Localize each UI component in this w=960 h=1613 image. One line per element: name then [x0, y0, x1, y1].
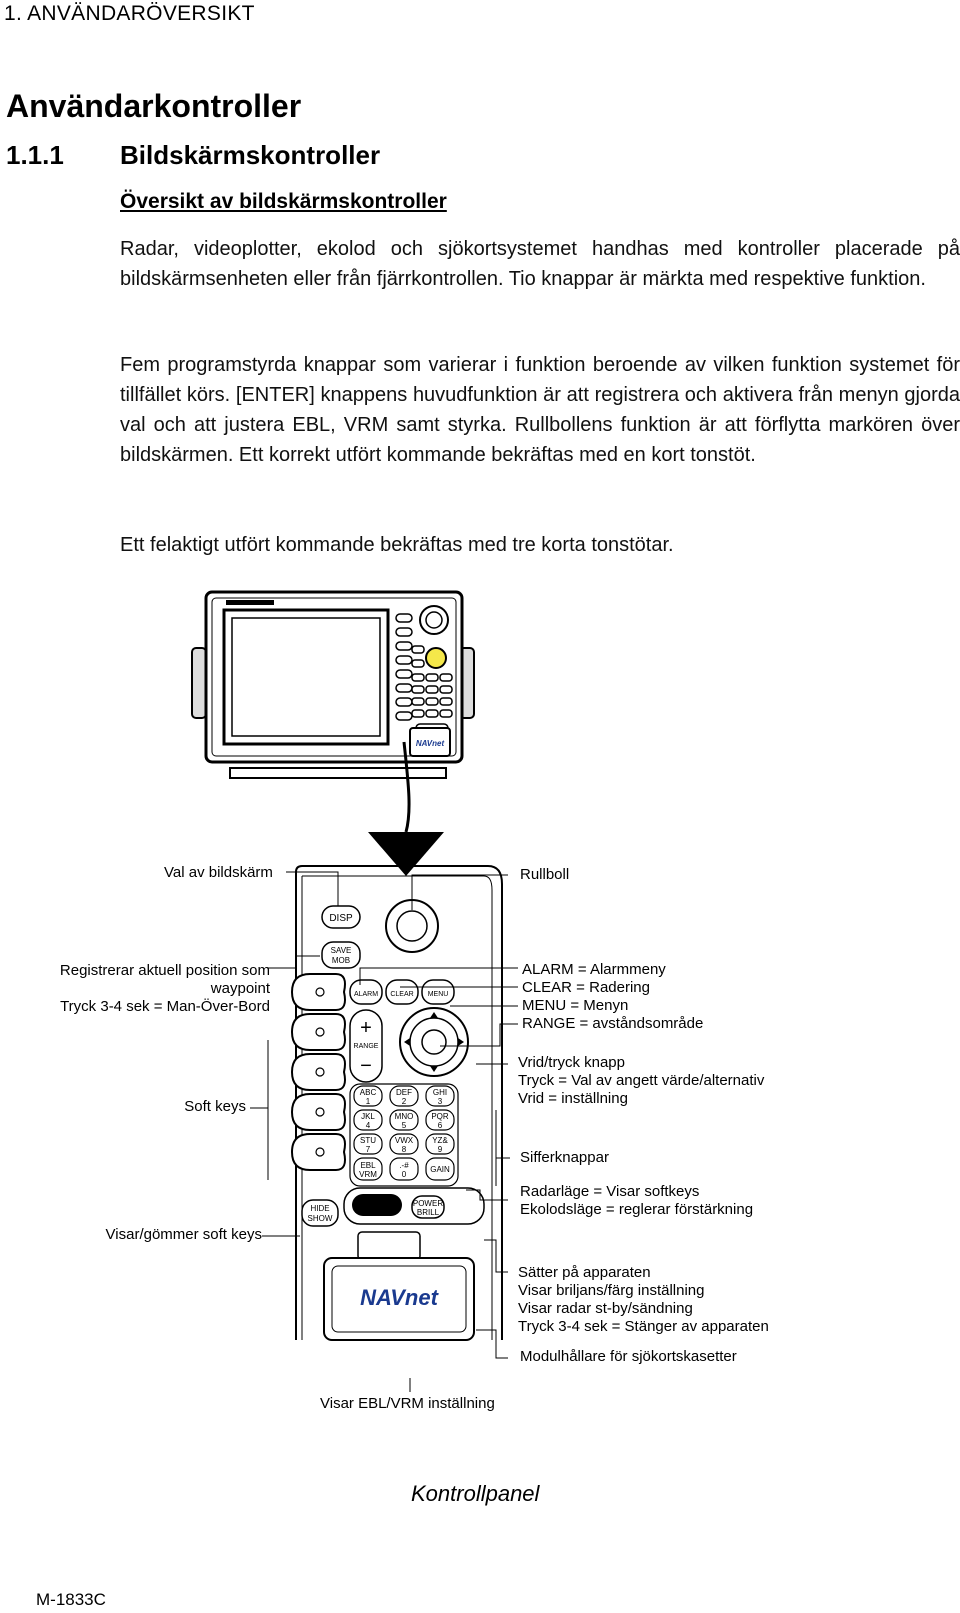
clear-label: CLEAR: [390, 991, 413, 998]
key-6-letters: PQR: [431, 1112, 449, 1121]
power-brill-button[interactable]: [411, 1195, 445, 1219]
soft-keys[interactable]: [290, 973, 346, 1171]
range-plus: +: [360, 1017, 372, 1039]
label-registrerar-3: Tryck 3-4 sek = Man-Över-Bord: [60, 998, 270, 1015]
vrm-label: VRM: [359, 1170, 377, 1179]
key-6-digit: 6: [438, 1121, 443, 1130]
disp-label: DISP: [329, 913, 353, 924]
hide-show-button[interactable]: [301, 1199, 339, 1227]
ebl-label: EBL: [360, 1161, 376, 1170]
save-mob-button[interactable]: [321, 941, 361, 969]
page-title: Användarkontroller: [6, 88, 302, 124]
section-number: 1.1.1: [6, 140, 64, 170]
navnet-logo: NAVnet: [360, 1285, 439, 1310]
menu-button[interactable]: [421, 979, 455, 1005]
show-label: SHOW: [308, 1214, 333, 1223]
paragraph-3: Ett felaktigt utfört kommande bekräftas …: [120, 534, 674, 556]
subsection-title: Översikt av bildskärmskontroller: [120, 190, 447, 213]
key-3-digit: 3: [438, 1097, 443, 1106]
mob-label: MOB: [332, 956, 350, 965]
label-vrid-2: Tryck = Val av angett värde/alternativ: [518, 1072, 765, 1089]
paragraph-1: Radar, videoplotter, ekolod och sjökorts…: [120, 238, 960, 290]
section-title: Bildskärmskontroller: [120, 140, 381, 170]
hide-label: HIDE: [310, 1204, 329, 1213]
save-label: SAVE: [331, 946, 352, 955]
label-power-2: Visar briljans/färg inställning: [518, 1282, 705, 1299]
label-registrerar-2: waypoint: [210, 980, 270, 997]
label-power-4: Tryck 3-4 sek = Stänger av apparaten: [518, 1318, 769, 1335]
disp-button[interactable]: [321, 905, 361, 929]
key-4-letters: JKL: [361, 1112, 375, 1121]
alarm-button[interactable]: [349, 979, 383, 1005]
label-modul: Modulhållare för sjökortskasetter: [520, 1348, 737, 1365]
range-rocker[interactable]: [349, 1009, 383, 1083]
device-logo: NAVnet: [416, 739, 445, 748]
document-id: M-1833C: [36, 1590, 106, 1609]
menu-label: MENU: [428, 991, 449, 998]
key-7-digit: 7: [366, 1145, 371, 1154]
key-0-symbols: .-#: [399, 1161, 409, 1170]
label-radar-1: Radarläge = Visar softkeys: [520, 1183, 700, 1200]
rc-sensor: [352, 1194, 402, 1216]
label-visar-gommer: Visar/gömmer soft keys: [105, 1226, 262, 1243]
label-power-1: Sätter på apparaten: [518, 1264, 651, 1281]
range-minus: −: [360, 1055, 372, 1077]
range-label: RANGE: [354, 1043, 379, 1050]
key-9-digit: 9: [438, 1145, 443, 1154]
label-registrerar-1: Registrerar aktuell position som: [59, 962, 270, 979]
paragraph-2: Fem programstyrda knappar som varierar i…: [120, 354, 960, 466]
label-rullboll: Rullboll: [520, 866, 570, 883]
key-5-digit: 5: [402, 1121, 407, 1130]
alarm-label: ALARM: [354, 991, 378, 998]
key-8-letters: VWX: [395, 1136, 414, 1145]
gain-label: GAIN: [430, 1165, 450, 1174]
label-vrid-1: Vrid/tryck knapp: [518, 1054, 625, 1071]
label-menu: MENU = Menyn: [522, 997, 629, 1014]
label-clear: CLEAR = Radering: [522, 979, 650, 996]
brill-label: BRILL: [417, 1208, 440, 1217]
key-9-letters: YZ&: [432, 1136, 448, 1145]
arrow-down-icon: [368, 741, 444, 876]
clear-button[interactable]: [385, 979, 419, 1005]
label-alarm: ALARM = Alarmmeny: [522, 961, 666, 978]
key-1-digit: 1: [366, 1097, 371, 1106]
key-4-digit: 4: [366, 1121, 371, 1130]
key-2-letters: DEF: [396, 1088, 412, 1097]
display-unit-illustration: NAVnet: [191, 590, 475, 779]
control-panel: DISP SAVE MOB ALARM CLEAR MENU + RANGE −: [290, 865, 503, 1341]
chapter-header: 1. ANVÄNDARÖVERSIKT: [4, 2, 255, 25]
label-power-3: Visar radar st-by/sändning: [518, 1300, 693, 1317]
key-5-letters: MNO: [395, 1112, 414, 1121]
label-sifferknappar: Sifferknappar: [520, 1149, 609, 1166]
label-soft-keys: Soft keys: [184, 1098, 246, 1115]
label-val-av-bildskarm: Val av bildskärm: [164, 864, 273, 881]
power-label: POWER: [413, 1199, 443, 1208]
label-vrid-3: Vrid = inställning: [518, 1090, 628, 1107]
key-2-digit: 2: [402, 1097, 407, 1106]
label-range: RANGE = avståndsområde: [522, 1015, 704, 1032]
key-8-digit: 8: [402, 1145, 407, 1154]
label-radar-2: Ekolodsläge = reglerar förstärkning: [520, 1201, 754, 1218]
key-3-letters: GHI: [433, 1088, 447, 1097]
figure-caption: Kontrollpanel: [411, 1481, 540, 1506]
label-ebl-vrm: Visar EBL/VRM inställning: [320, 1395, 495, 1412]
key-1-letters: ABC: [360, 1088, 377, 1097]
key-7-letters: STU: [360, 1136, 376, 1145]
key-0-digit: 0: [402, 1170, 407, 1179]
